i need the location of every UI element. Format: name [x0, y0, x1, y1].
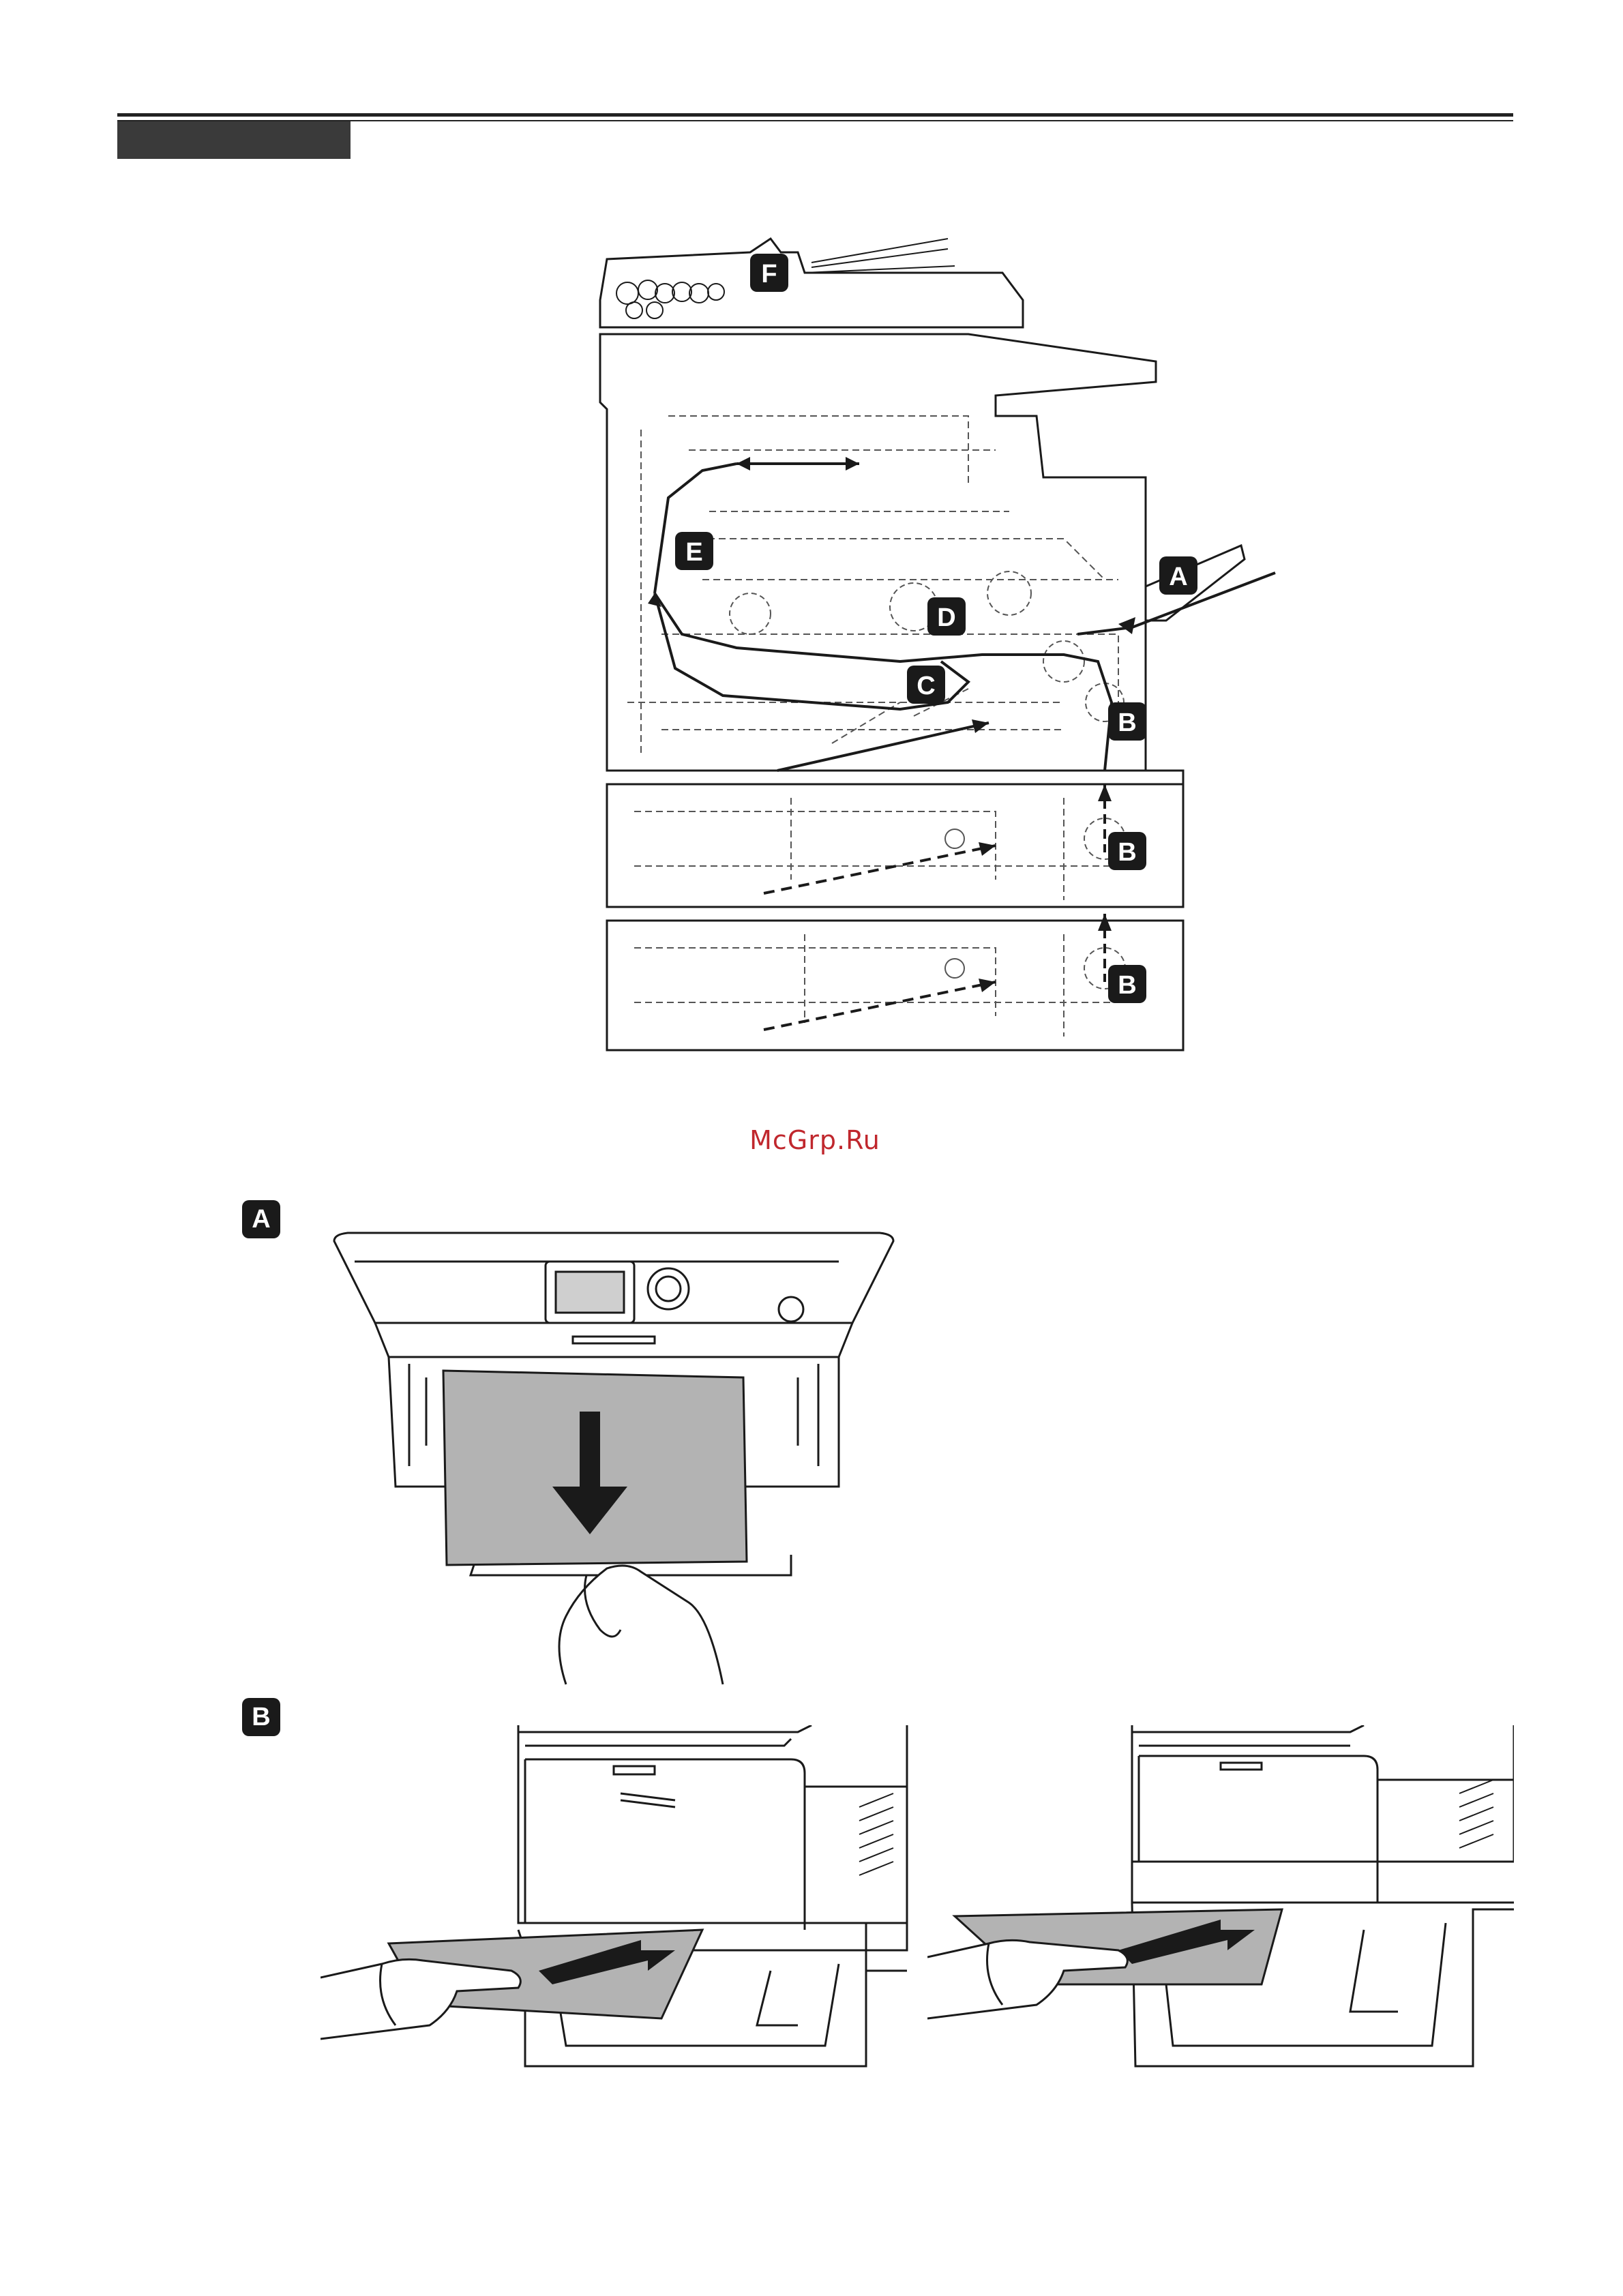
hand-illustration [559, 1566, 723, 1684]
svg-text:B: B [1118, 971, 1136, 1000]
header-rule [117, 113, 1513, 117]
paper-path-diagram: F A E D C B B B [586, 225, 1296, 1064]
svg-text:E: E [685, 538, 702, 567]
diagram-label-b1: B [1108, 702, 1146, 741]
diagram-label-d: D [927, 597, 966, 636]
path-feed-2 [764, 846, 996, 893]
svg-text:A: A [1169, 563, 1187, 591]
svg-text:C: C [917, 672, 935, 700]
svg-text:B: B [1118, 838, 1136, 867]
illustration-cassette-removal-1 [321, 1725, 914, 2080]
diagram-label-f: F [750, 254, 788, 292]
path-e [655, 464, 736, 593]
illustration-cassette-removal-2 [927, 1725, 1514, 2080]
watermark-text: McGrp.Ru [740, 1125, 890, 1155]
diagram-label-a: A [1159, 556, 1197, 595]
diagram-label-c: C [907, 666, 945, 704]
diagram-label-e: E [675, 532, 713, 570]
illustration-mp-tray-removal [321, 1221, 921, 1691]
header-tab [117, 121, 351, 159]
path-main [655, 593, 1112, 771]
section-label-a: A [242, 1200, 280, 1238]
svg-text:B: B [1118, 709, 1136, 737]
path-feed-3 [764, 982, 996, 1030]
diagram-label-b3: B [1108, 965, 1146, 1003]
paper-tray-2-outline [607, 921, 1183, 1050]
document-processor-outline [600, 239, 1023, 327]
diagram-label-b2: B [1108, 832, 1146, 870]
svg-text:D: D [937, 603, 955, 632]
section-label-b: B [242, 1698, 280, 1736]
svg-text:F: F [761, 260, 777, 288]
paper-tray-1-outline [607, 784, 1183, 907]
